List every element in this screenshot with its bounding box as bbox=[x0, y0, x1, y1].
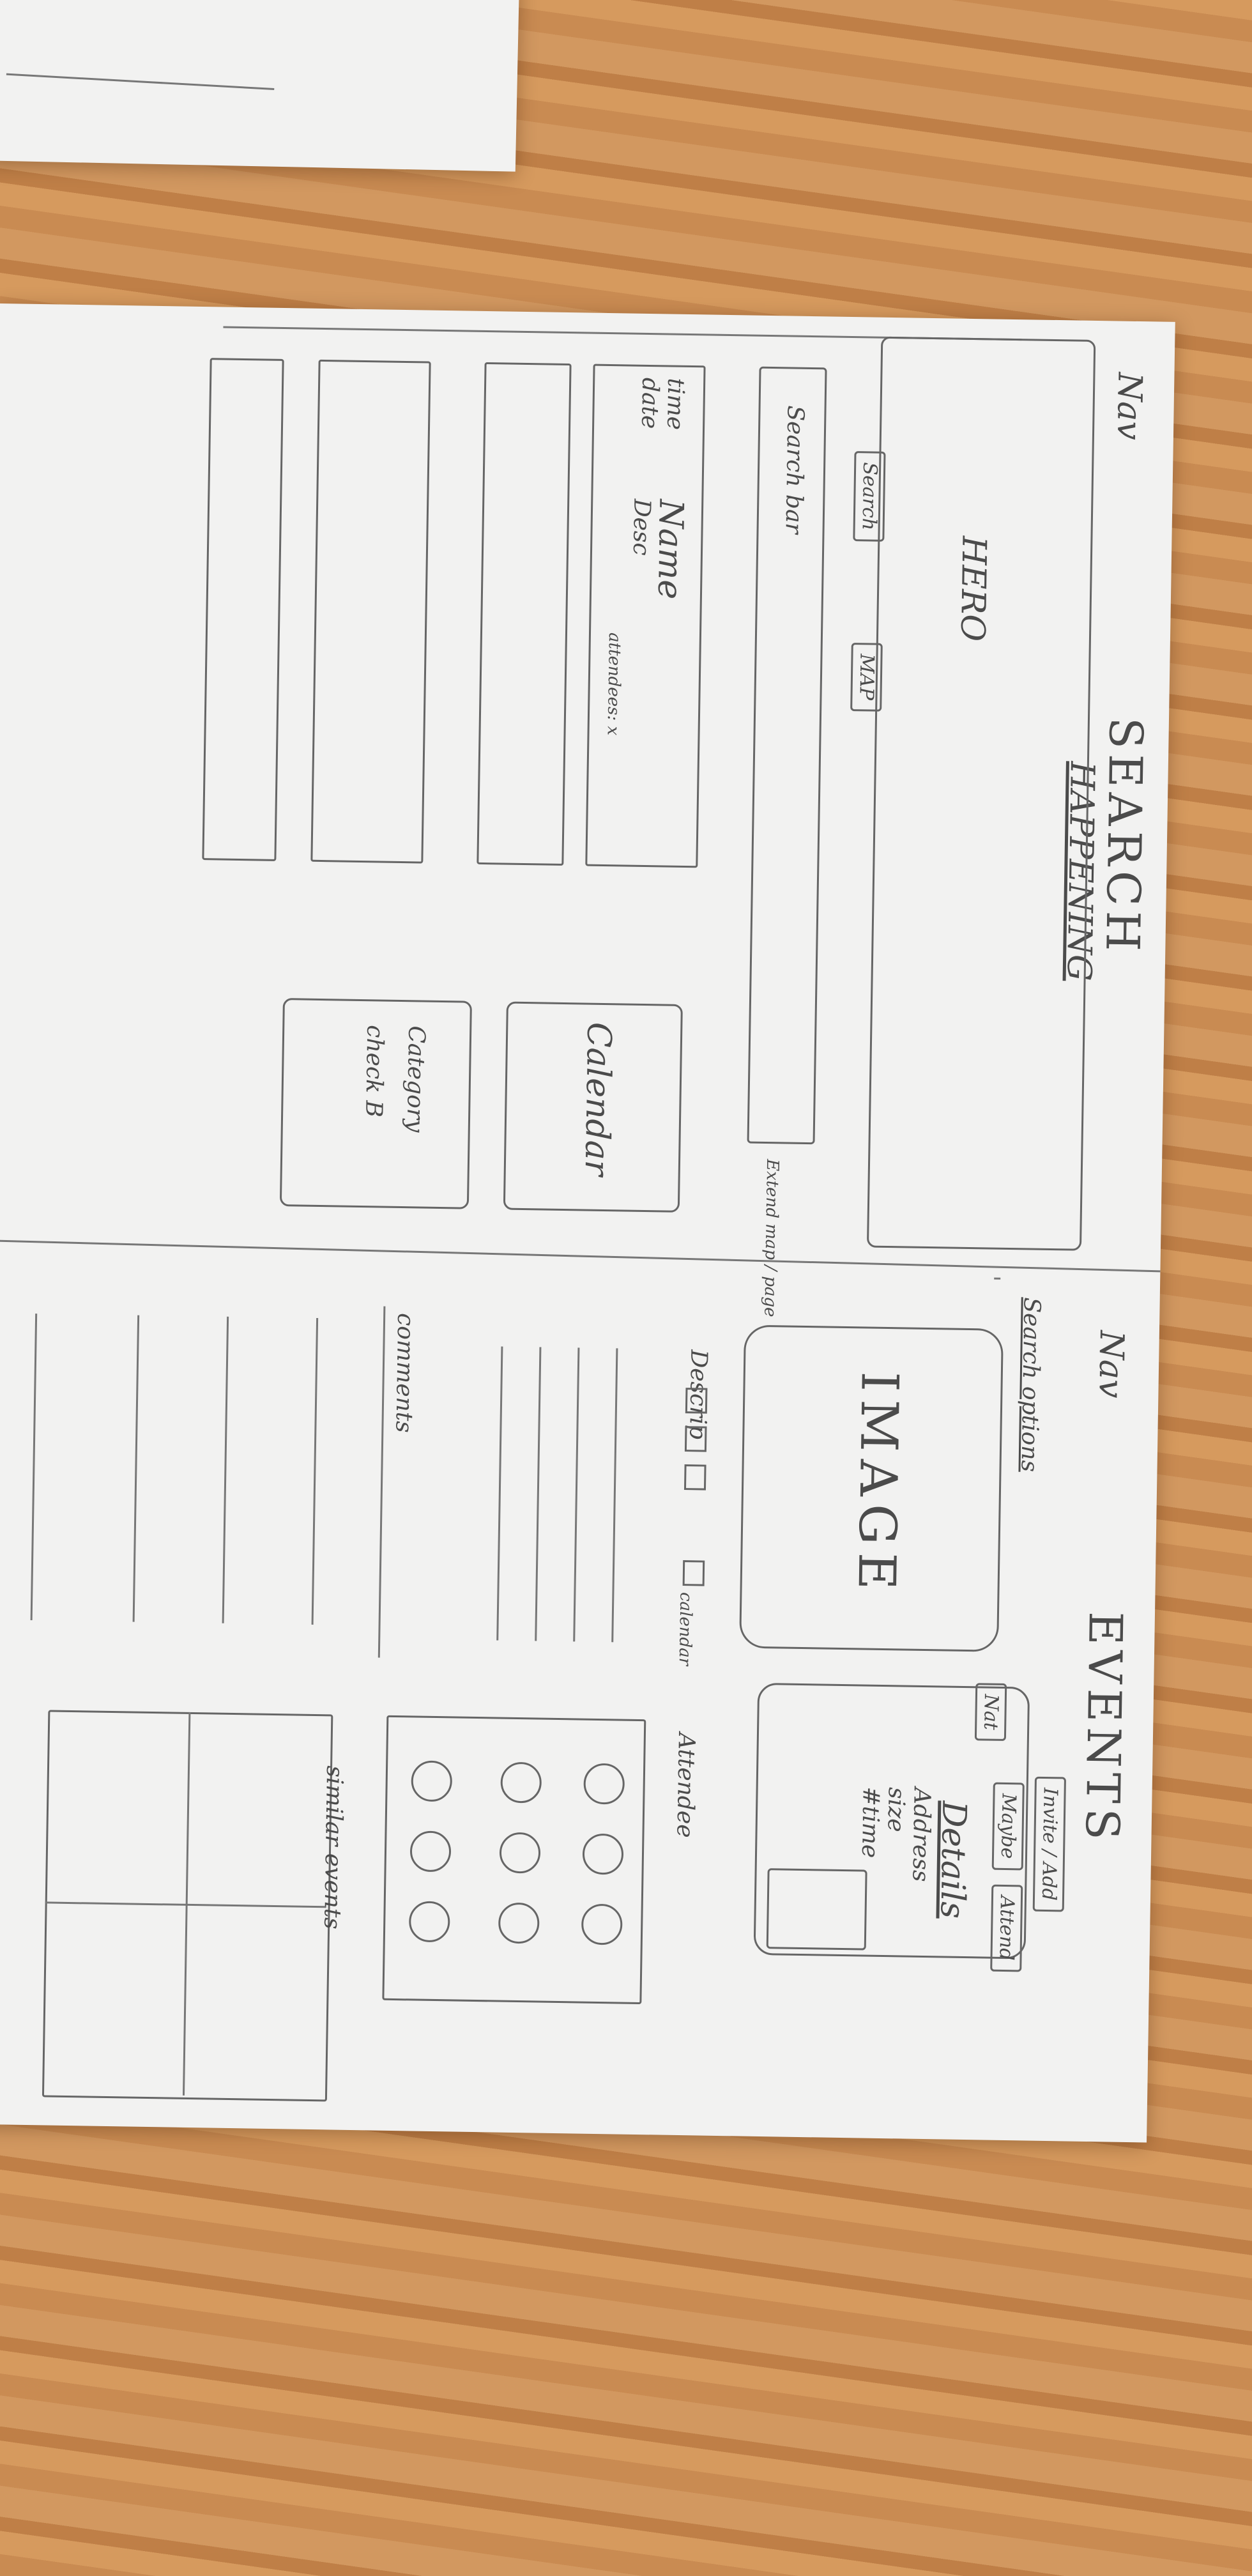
share-icon[interactable] bbox=[684, 1426, 707, 1452]
description-text-line bbox=[496, 1346, 503, 1641]
event-time: time bbox=[662, 378, 689, 431]
details-title: Details bbox=[933, 1800, 973, 1919]
map-thumbnail[interactable] bbox=[766, 1868, 867, 1951]
background-paper-sheet bbox=[0, 0, 520, 172]
description-text-line bbox=[611, 1348, 618, 1643]
search-button[interactable]: Search bbox=[853, 451, 886, 542]
description-text-line bbox=[573, 1347, 580, 1642]
maybe-button[interactable]: Maybe bbox=[991, 1782, 1025, 1870]
comment-line bbox=[222, 1316, 229, 1623]
event-result-card[interactable] bbox=[585, 364, 706, 868]
extend-map-note: Extend map / page bbox=[760, 1158, 782, 1317]
event-desc: Desc bbox=[627, 498, 655, 556]
category-label: Category bbox=[401, 1025, 430, 1133]
events-search-label: Search options bbox=[1016, 1297, 1045, 1473]
details-size: size bbox=[882, 1787, 910, 1832]
search-nav-label: Nav bbox=[1109, 372, 1149, 441]
events-nav-label: Nav bbox=[1091, 1330, 1131, 1399]
comments-divider bbox=[378, 1306, 386, 1658]
calendar-link[interactable]: calendar bbox=[675, 1591, 696, 1666]
attendees-label: Attendee bbox=[671, 1732, 699, 1838]
nat-badge: Nat bbox=[974, 1683, 1007, 1742]
event-name: Name bbox=[650, 499, 691, 600]
event-attendees: attendees: x bbox=[603, 632, 625, 736]
comment-line bbox=[30, 1314, 38, 1621]
share-icon[interactable] bbox=[685, 1388, 708, 1414]
events-nav-bar bbox=[994, 1277, 1001, 1280]
search-page-title: SEARCH bbox=[1096, 717, 1154, 957]
calendar-add-icon[interactable] bbox=[682, 1560, 705, 1586]
comment-line bbox=[132, 1315, 140, 1622]
event-date: date bbox=[636, 377, 664, 429]
result-card-placeholder bbox=[477, 362, 572, 866]
category-check: check B bbox=[360, 1025, 388, 1118]
result-card-placeholder bbox=[310, 359, 431, 864]
similar-events-label: similar events bbox=[319, 1765, 348, 1930]
comments-label: comments bbox=[390, 1312, 419, 1434]
hero-section bbox=[866, 336, 1096, 1251]
share-icon[interactable] bbox=[683, 1464, 706, 1491]
map-button[interactable]: MAP bbox=[850, 643, 883, 712]
details-time: #time bbox=[856, 1786, 884, 1859]
description-text-line bbox=[535, 1347, 542, 1641]
sketch-line bbox=[6, 73, 275, 91]
event-image-label: IMAGE bbox=[846, 1371, 910, 1598]
search-bar-placeholder: Search bar bbox=[780, 405, 809, 535]
calendar-label: Calendar bbox=[577, 1022, 618, 1177]
hero-label: HERO bbox=[952, 535, 993, 642]
comment-line bbox=[311, 1317, 319, 1625]
invite-button[interactable]: Invite / Add bbox=[1032, 1776, 1066, 1912]
events-page-title: EVENTS bbox=[1075, 1611, 1133, 1846]
result-card-placeholder bbox=[202, 358, 284, 861]
wireframe-sketch-sheet: Nav SEARCH HAPPENING HERO Search bar Sea… bbox=[0, 303, 1175, 2143]
attend-button[interactable]: Attend bbox=[990, 1884, 1023, 1972]
details-address: Address bbox=[907, 1787, 935, 1882]
